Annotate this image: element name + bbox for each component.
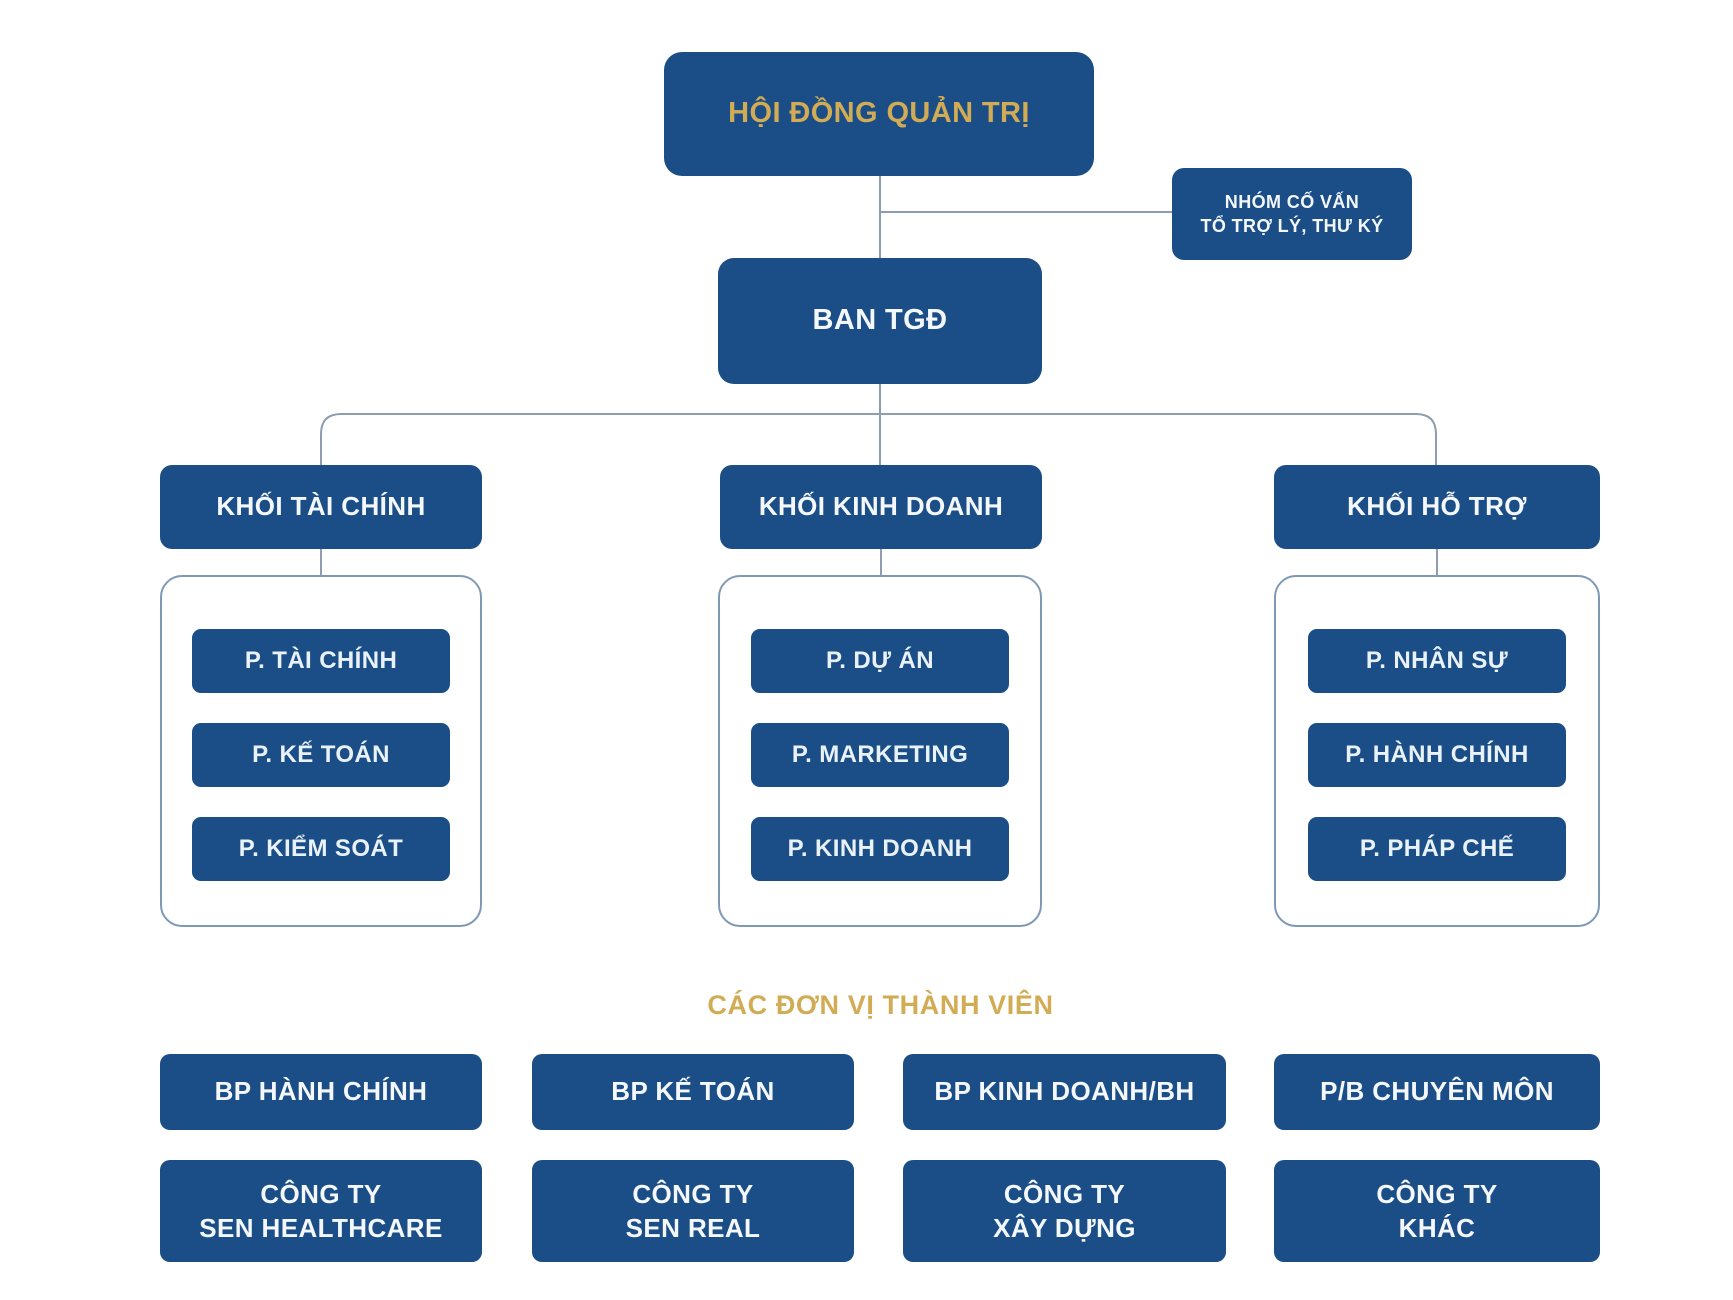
node-dept-administration: P. HÀNH CHÍNH: [1308, 723, 1566, 787]
advisory-line1: NHÓM CỐ VẤN: [1224, 191, 1360, 212]
node-unit-admin-dept: BP HÀNH CHÍNH: [160, 1054, 482, 1130]
node-ceo-board: BAN TGĐ: [718, 258, 1042, 384]
panel-finance-departments: P. TÀI CHÍNH P. KẾ TOÁN P. KIỂM SOÁT: [160, 575, 482, 927]
node-division-finance: KHỐI TÀI CHÍNH: [160, 465, 482, 549]
company-line1: CÔNG TY: [1376, 1178, 1498, 1209]
node-dept-finance: P. TÀI CHÍNH: [192, 629, 450, 693]
node-dept-legal: P. PHÁP CHẾ: [1308, 817, 1566, 881]
node-division-business: KHỐI KINH DOANH: [720, 465, 1042, 549]
advisory-line2: TỔ TRỢ LÝ, THƯ KÝ: [1200, 216, 1384, 236]
company-line2: KHÁC: [1398, 1213, 1476, 1243]
node-dept-control: P. KIỂM SOÁT: [192, 817, 450, 881]
node-dept-marketing: P. MARKETING: [751, 723, 1009, 787]
panel-support-departments: P. NHÂN SỰ P. HÀNH CHÍNH P. PHÁP CHẾ: [1274, 575, 1600, 927]
node-company-sen-healthcare: CÔNG TY SEN HEALTHCARE: [160, 1160, 482, 1262]
node-dept-projects: P. DỰ ÁN: [751, 629, 1009, 693]
company-line2: SEN REAL: [625, 1213, 761, 1243]
node-division-support: KHỐI HỖ TRỢ: [1274, 465, 1600, 549]
panel-business-departments: P. DỰ ÁN P. MARKETING P. KINH DOANH: [718, 575, 1042, 927]
node-dept-sales: P. KINH DOANH: [751, 817, 1009, 881]
members-section-title: CÁC ĐƠN VỊ THÀNH VIÊN: [707, 990, 1054, 1020]
company-line1: CÔNG TY: [1003, 1178, 1126, 1209]
node-unit-accounting-dept: BP KẾ TOÁN: [532, 1054, 854, 1130]
node-board-of-directors: HỘI ĐỒNG QUẢN TRỊ: [664, 52, 1094, 176]
node-company-sen-real: CÔNG TY SEN REAL: [532, 1160, 854, 1262]
company-line1: CÔNG TY: [260, 1178, 382, 1209]
node-advisory-group: NHÓM CỐ VẤN TỔ TRỢ LÝ, THƯ KÝ: [1172, 168, 1412, 260]
spine-divisions: [320, 413, 1437, 465]
company-line2: SEN HEALTHCARE: [199, 1213, 443, 1243]
node-dept-accounting: P. KẾ TOÁN: [192, 723, 450, 787]
node-unit-specialist-dept: P/B CHUYÊN MÔN: [1274, 1054, 1600, 1130]
company-line2: XÂY DỰNG: [993, 1213, 1136, 1243]
node-company-construction: CÔNG TY XÂY DỰNG: [903, 1160, 1226, 1262]
company-line1: CÔNG TY: [632, 1178, 754, 1209]
node-dept-hr: P. NHÂN SỰ: [1308, 629, 1566, 693]
node-unit-sales-dept: BP KINH DOANH/BH: [903, 1054, 1226, 1130]
node-company-other: CÔNG TY KHÁC: [1274, 1160, 1600, 1262]
